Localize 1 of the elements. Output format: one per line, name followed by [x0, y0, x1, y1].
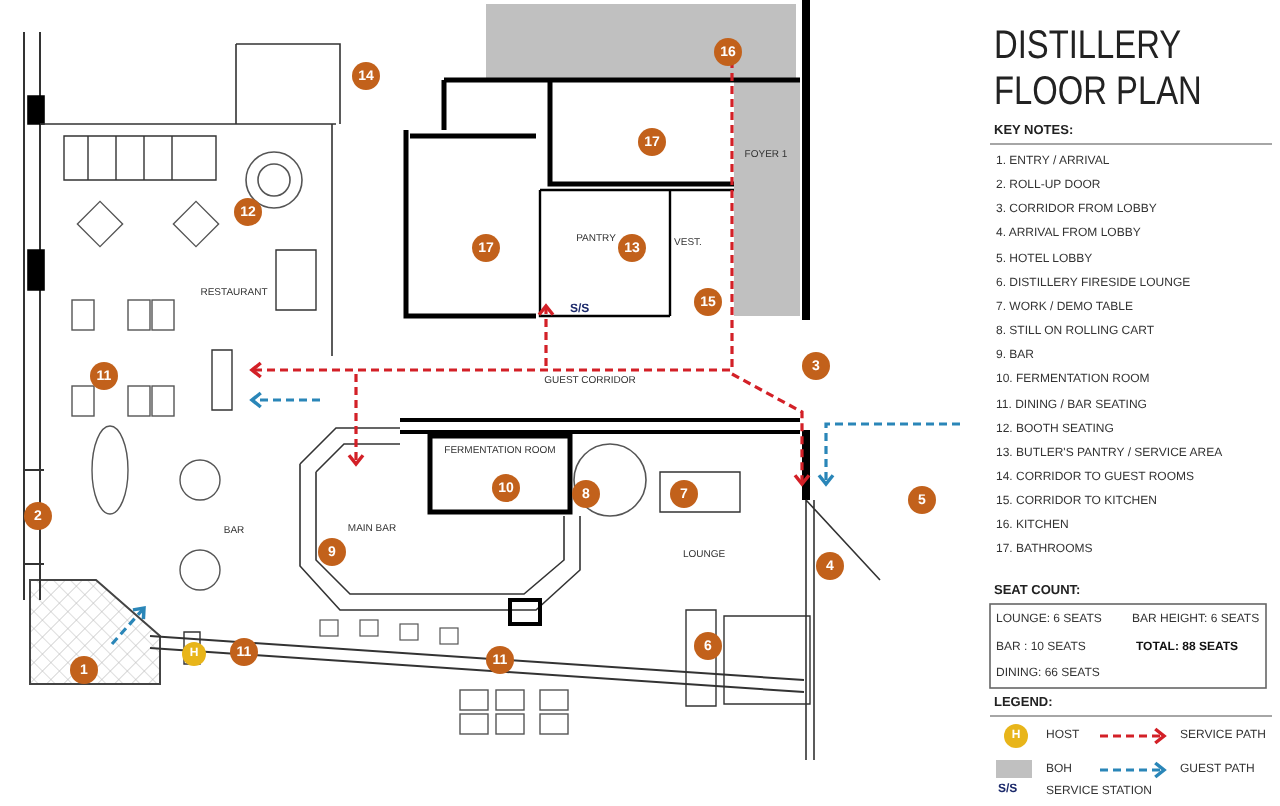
- title: DISTILLERY FLOOR PLAN: [994, 24, 1204, 116]
